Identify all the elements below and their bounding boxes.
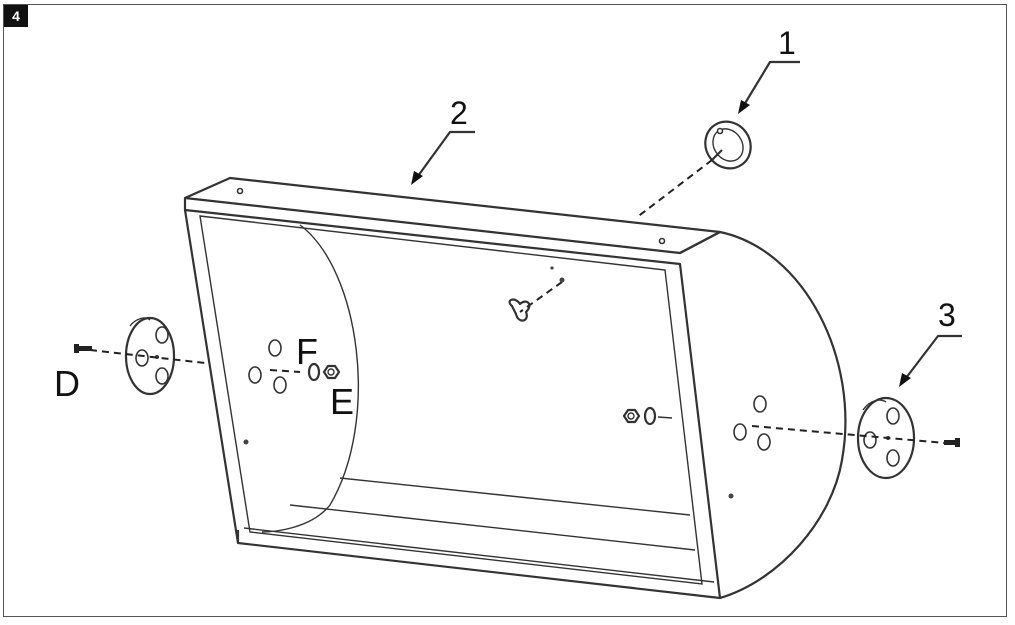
housing-body (183, 176, 847, 600)
callout-1-arrow (738, 60, 800, 114)
wing-nut (508, 266, 565, 322)
screw-d (74, 344, 92, 353)
callout-2-arrow (411, 130, 475, 185)
left-side-plate (124, 316, 176, 396)
label-hardware-f: F (296, 331, 318, 372)
diagram-frame (3, 4, 1007, 617)
screw-right (944, 438, 960, 447)
label-part-3: 3 (938, 297, 956, 333)
right-mounting-holes (733, 395, 771, 451)
right-nut-washer (622, 406, 673, 426)
part-1-alignment-line (635, 159, 713, 219)
label-hardware-d: D (54, 363, 80, 404)
right-alignment-line (751, 425, 946, 444)
callout-3-arrow (899, 334, 962, 387)
part-1-knob (704, 120, 752, 170)
label-part-1: 1 (778, 25, 796, 61)
left-alignment-line (89, 349, 206, 364)
washer-f (307, 362, 321, 382)
step-number-badge: 4 (4, 5, 28, 27)
label-part-2: 2 (450, 95, 468, 131)
label-hardware-e: E (330, 381, 354, 422)
nut-e (322, 364, 341, 380)
left-mounting-holes (248, 339, 287, 394)
